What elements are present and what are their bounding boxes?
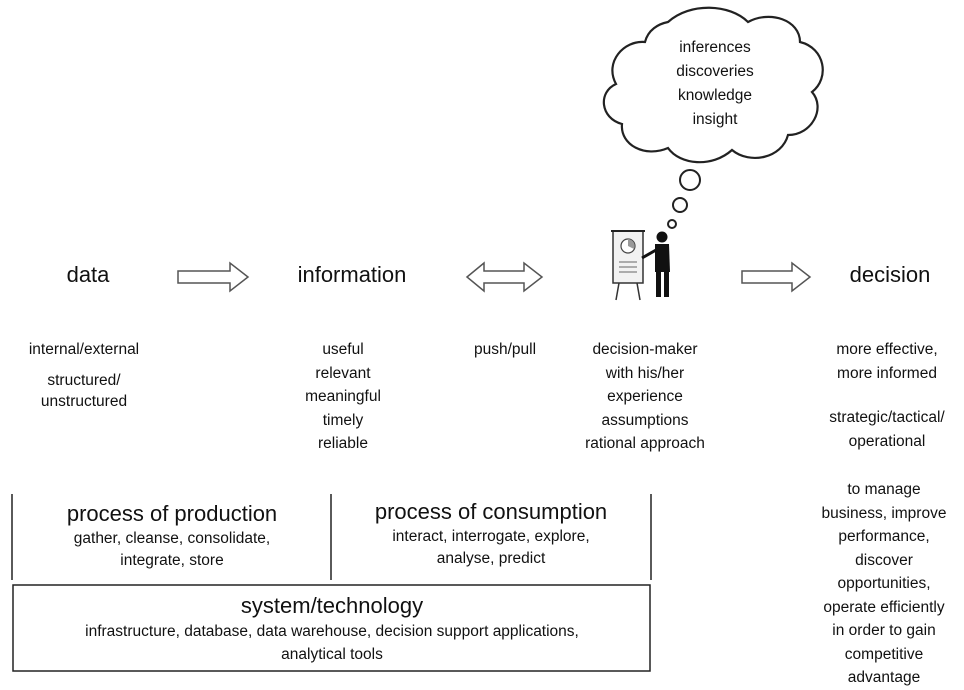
process-consumption-title: process of consumption — [374, 499, 608, 524]
arrow-data-to-information — [177, 261, 250, 293]
system-technology: system/technology infrastructure, databa… — [14, 592, 650, 666]
text-line: to manage — [847, 481, 921, 498]
arrow-information-decision-maker — [465, 261, 544, 293]
presenter-icon — [611, 230, 670, 301]
text-line: decision-maker — [592, 341, 698, 358]
text-line: in order to gain — [832, 622, 936, 639]
text-line: business, improve — [821, 504, 947, 522]
text-line: discover — [855, 551, 913, 569]
text-line: advantage — [847, 669, 921, 686]
text-line: unstructured — [40, 393, 128, 410]
text-line: performance, — [838, 528, 930, 545]
text-line: analytical tools — [281, 646, 383, 663]
process-consumption: process of consumption interact, interro… — [333, 498, 649, 570]
process-production: process of production gather, cleanse, c… — [14, 500, 330, 572]
data-structure-text: structured/ unstructured — [0, 370, 168, 412]
decision-level-text: strategic/tactical/ operational — [810, 406, 964, 453]
text-line: operate efficiently — [823, 598, 945, 616]
process-production-title: process of production — [66, 501, 278, 526]
text-line: useful — [322, 341, 364, 358]
system-title: system/technology — [240, 593, 424, 618]
thought-cloud-shape — [602, 6, 824, 164]
cloud-line: inferences — [679, 39, 751, 56]
text-line: timely — [322, 411, 364, 429]
thought-bubble-medium — [672, 197, 688, 213]
thought-bubble-small — [667, 219, 677, 229]
stage-data: data — [66, 262, 110, 287]
text-line: infrastructure, database, data warehouse… — [85, 623, 579, 640]
decision-quality-text: more effective, more informed — [810, 338, 964, 385]
text-line: strategic/tactical/ — [829, 409, 945, 426]
stage-information: information — [297, 262, 407, 287]
text-line: rational approach — [585, 435, 705, 452]
cloud-line: knowledge — [677, 87, 753, 104]
text-line: integrate, store — [120, 552, 224, 569]
push-pull-label: push/pull — [473, 341, 537, 358]
text-line: reliable — [318, 435, 368, 452]
text-line: assumptions — [601, 411, 689, 429]
information-qualities: useful relevant meaningful timely reliab… — [283, 338, 403, 456]
text-line: competitive — [844, 645, 924, 663]
decision-purpose-text: to manage business, improve performance,… — [804, 478, 964, 690]
text-line: structured/ — [47, 372, 121, 389]
text-line: experience — [607, 388, 683, 405]
thought-bubble-large — [679, 169, 701, 191]
text-line: gather, cleanse, consolidate, — [73, 530, 271, 547]
text-line: relevant — [315, 364, 371, 382]
cloud-line: discoveries — [676, 63, 754, 80]
system-box — [12, 584, 651, 672]
cloud-line: insight — [692, 111, 738, 128]
stage-decision: decision — [849, 262, 931, 287]
arrow-to-decision — [741, 261, 812, 293]
text-line: internal/external — [28, 341, 140, 358]
text-line: operational — [848, 432, 926, 450]
text-line: more effective, — [836, 341, 938, 358]
text-line: analyse, predict — [436, 550, 546, 567]
text-line: interact, interrogate, explore, — [392, 528, 590, 545]
decision-maker-text: decision-maker with his/her experience a… — [565, 338, 725, 456]
data-source-text: internal/external — [0, 338, 168, 362]
text-line: opportunities, — [837, 575, 931, 592]
text-line: more informed — [837, 364, 937, 382]
text-line: meaningful — [305, 388, 381, 405]
text-line: with his/her — [605, 364, 685, 382]
thought-cloud-text: inferences discoveries knowledge insight — [640, 36, 790, 132]
